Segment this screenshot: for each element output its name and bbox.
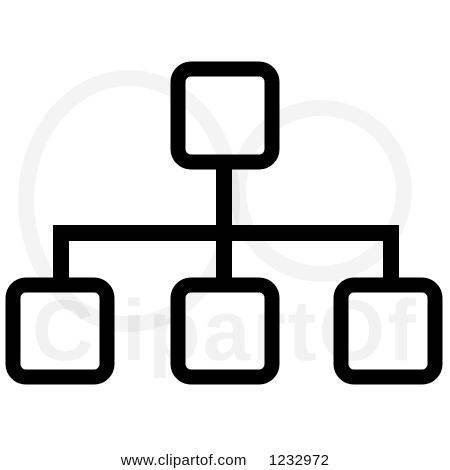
footer-image-number: 1232972 bbox=[268, 451, 330, 469]
footer-credit: www.clipartof.com 1232972 bbox=[0, 450, 450, 470]
connector-drop-right bbox=[383, 225, 399, 285]
top-node-box bbox=[170, 61, 280, 170]
bottom-middle-node-box bbox=[170, 277, 280, 385]
bottom-right-node-box bbox=[333, 277, 443, 385]
connector-drop-middle bbox=[216, 225, 232, 285]
bottom-left-node-box bbox=[5, 277, 115, 385]
footer-site: www.clipartof.com bbox=[120, 451, 247, 469]
connector-stem-top bbox=[216, 162, 232, 236]
connector-drop-left bbox=[53, 225, 69, 285]
